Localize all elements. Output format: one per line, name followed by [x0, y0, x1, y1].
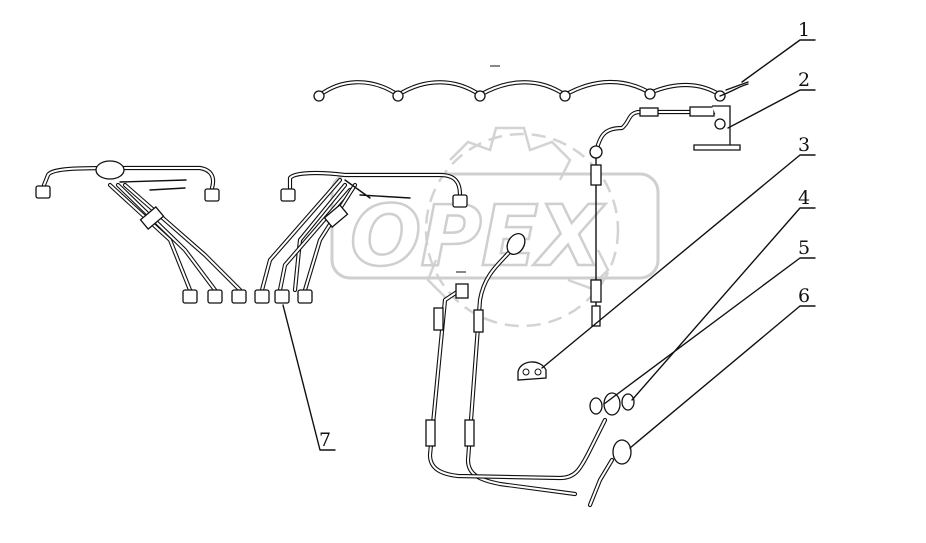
part-3-clamp: [517, 361, 547, 381]
fuel-supply-lines: [425, 233, 615, 508]
callout-number-6: 6: [798, 285, 810, 307]
callout-number-7: 7: [319, 429, 331, 451]
fuel-injection-pipes-right: [254, 170, 468, 304]
callout-number-1: 1: [798, 19, 810, 41]
callout-number-3: 3: [798, 134, 810, 156]
callout-leader-lines: [282, 39, 816, 451]
watermark-text: OPEX: [350, 187, 606, 285]
part-1-fuel-return-line: [313, 65, 749, 102]
callout-number-2: 2: [798, 69, 810, 91]
part-2-bracket-hose: [589, 105, 741, 327]
callout-number-4: 4: [798, 187, 810, 209]
part-4-5-6-fittings: [589, 392, 635, 465]
fuel-injection-pipes-left: [35, 160, 247, 304]
opex-watermark-logo: OPEX: [330, 126, 660, 328]
callout-number-5: 5: [798, 237, 810, 259]
